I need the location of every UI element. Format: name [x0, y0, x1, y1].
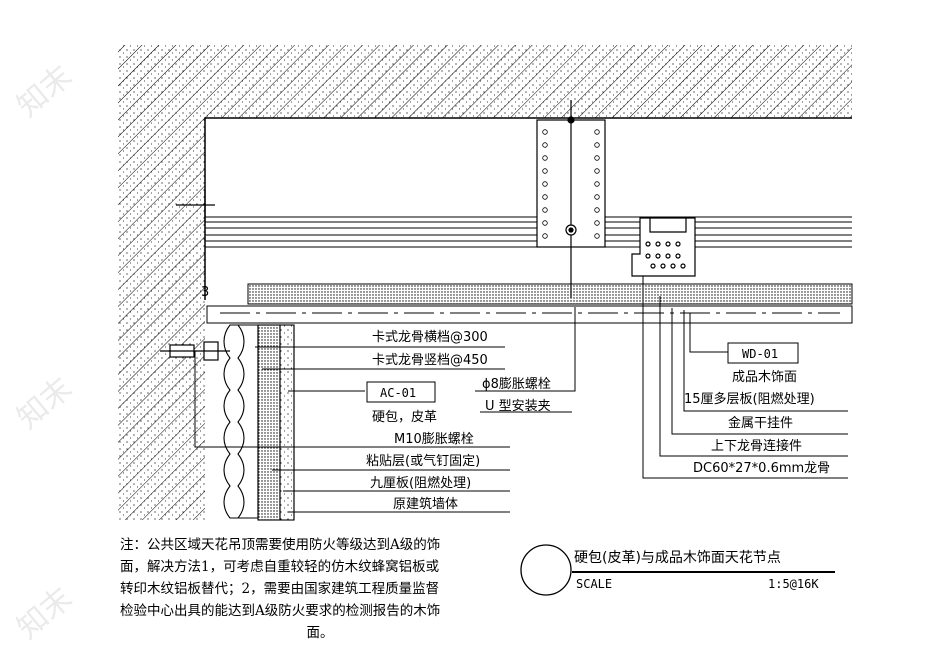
label-m10-bolt: M10膨胀螺栓 [394, 432, 474, 447]
svg-text:知末: 知末 [11, 59, 79, 124]
drawing-title: 硬包(皮革)与成品木饰面天花节点 [574, 550, 781, 566]
note-line-1: 注：公共区域天花吊顶需要使用防火等级达到A级的饰 [120, 537, 441, 553]
bracket-holes [542, 129, 600, 239]
ac-01-tag: AC-01 [380, 386, 416, 400]
label-horizontal-keel: 卡式龙骨横档@300 [372, 330, 488, 345]
ac-01-tag-box [366, 381, 436, 403]
watermark-logo: 知末 知末 知末 [11, 59, 79, 646]
label-wood-veneer: 成品木饰面 [732, 370, 797, 385]
note-line-4: 检验中心出具的能达到A级防火要求的检测报告的木饰 [120, 603, 441, 619]
scale-value: 1:5@16K [768, 577, 819, 591]
label-metal-hanger: 金属干挂件 [728, 415, 793, 431]
ceiling-boards [205, 216, 852, 248]
dimension-3: 3 [201, 285, 209, 300]
label-original-wall: 原建筑墙体 [393, 496, 458, 512]
detail-circle [520, 544, 572, 596]
label-leather: 硬包，皮革 [372, 410, 437, 425]
label-vertical-keel: 卡式龙骨竖档@450 [372, 353, 488, 368]
right-leaders [475, 276, 848, 479]
note-line-3: 转印木纹铝板替代；2，需要由国家建筑工程质量监督 [120, 581, 440, 597]
label-9mm-board: 九厘板(阻燃处理) [370, 475, 471, 491]
leather-soft-panel [223, 324, 295, 521]
svg-text:知末: 知末 [11, 371, 79, 436]
label-u-clip: U 型安装夹 [485, 399, 551, 414]
wd-01-tag: WD-01 [742, 347, 778, 361]
svg-text:知末: 知末 [11, 581, 79, 646]
concrete-structure [118, 45, 852, 520]
top-anchor [176, 190, 215, 222]
wood-veneer [206, 305, 853, 324]
keel-profile [631, 217, 696, 277]
title-block: 硬包(皮革)与成品木饰面天花节点 SCALE 1:5@16K [520, 544, 835, 596]
note-line-5: 面。 [306, 625, 334, 641]
label-adhesive-layer: 粘贴层(或气钉固定) [366, 453, 480, 469]
scale-label: SCALE [576, 577, 612, 591]
label-dc60-keel: DC60*27*0.6mm龙骨 [693, 461, 830, 476]
label-15mm-plywood: 15厘多层板(阻燃处理) [684, 391, 815, 407]
design-note: 注：公共区域天花吊顶需要使用防火等级达到A级的饰 面，解决方法1，可考虑自重较轻… [120, 534, 520, 644]
wd-01-tag-box [727, 342, 799, 364]
hanger-bracket [536, 100, 606, 298]
note-line-2: 面，解决方法1，可考虑自重较轻的仿木纹蜂窝铝板或 [120, 559, 440, 575]
plywood-layer [247, 283, 853, 305]
label-8mm-bolt: ϕ8膨胀螺栓 [482, 377, 551, 392]
left-leaders [194, 346, 510, 513]
label-keel-connector: 上下龙骨连接件 [711, 438, 802, 454]
